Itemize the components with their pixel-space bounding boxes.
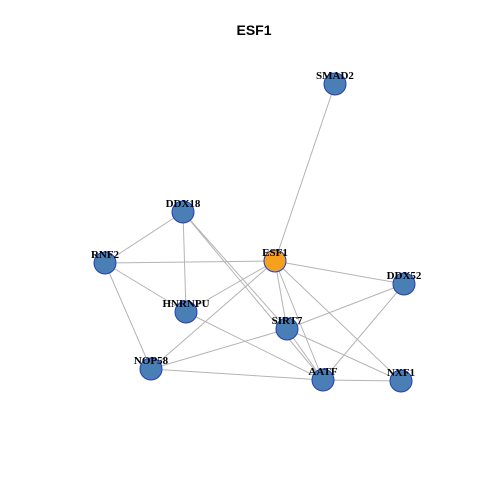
node-aatf[interactable]: AATF: [308, 366, 338, 392]
diagram-title: ESF1: [236, 22, 271, 38]
node-nxf1[interactable]: NXF1: [387, 367, 415, 393]
edge-esf1-smad2: [274, 83, 336, 262]
edge-aatf-nxf1: [322, 379, 402, 382]
node-circle[interactable]: [311, 368, 335, 392]
edge-esf1-ddx52: [274, 260, 405, 285]
node-label: SMAD2: [316, 70, 354, 82]
node-esf1[interactable]: ESF1: [262, 247, 288, 273]
node-label: SIRT7: [272, 315, 303, 327]
edge-ddx52-aatf: [322, 283, 405, 381]
node-circle[interactable]: [139, 357, 163, 381]
node-label: ESF1: [262, 247, 288, 259]
edge-esf1-nop58: [150, 260, 276, 370]
node-circle[interactable]: [171, 200, 195, 224]
node-rnf2[interactable]: RNF2: [91, 249, 120, 275]
node-label: RNF2: [91, 249, 120, 261]
node-sirt7[interactable]: SIRT7: [272, 315, 303, 341]
edge-ddx18-hnrnpu: [182, 211, 187, 313]
edge-esf1-nxf1: [274, 260, 402, 382]
node-label: NOP58: [134, 355, 169, 367]
node-circle[interactable]: [93, 251, 117, 275]
node-nop58[interactable]: NOP58: [134, 355, 169, 381]
edge-esf1-sirt7: [274, 260, 288, 330]
edge-sirt7-ddx52: [286, 283, 405, 330]
node-circle[interactable]: [389, 369, 413, 393]
edge-ddx18-sirt7: [182, 211, 288, 330]
edge-esf1-hnrnpu: [185, 260, 276, 313]
edge-nop58-sirt7: [150, 328, 288, 370]
node-label: DDX52: [387, 270, 422, 282]
node-circle[interactable]: [323, 72, 347, 96]
edge-nop58-aatf: [150, 368, 324, 381]
node-label: HNRNPU: [162, 298, 209, 310]
node-label: NXF1: [387, 367, 415, 379]
node-circle[interactable]: [275, 317, 299, 341]
node-ddx52[interactable]: DDX52: [387, 270, 422, 296]
edge-layer: [104, 83, 405, 382]
edge-rnf2-nop58: [104, 262, 152, 370]
edge-ddx18-aatf: [182, 211, 324, 381]
node-smad2[interactable]: SMAD2: [316, 70, 354, 96]
node-label: DDX18: [166, 198, 201, 210]
edge-hnrnpu-aatf: [185, 311, 324, 381]
node-label: AATF: [308, 366, 337, 378]
edge-ddx18-rnf2: [104, 211, 184, 264]
node-circle[interactable]: [174, 300, 198, 324]
node-ddx18[interactable]: DDX18: [166, 198, 201, 224]
edge-rnf2-hnrnpu: [104, 262, 187, 313]
edge-esf1-aatf: [274, 260, 324, 381]
edge-esf1-rnf2: [104, 260, 276, 264]
node-hnrnpu[interactable]: HNRNPU: [162, 298, 210, 324]
node-circle[interactable]: [392, 272, 416, 296]
node-circle[interactable]: [263, 249, 287, 273]
